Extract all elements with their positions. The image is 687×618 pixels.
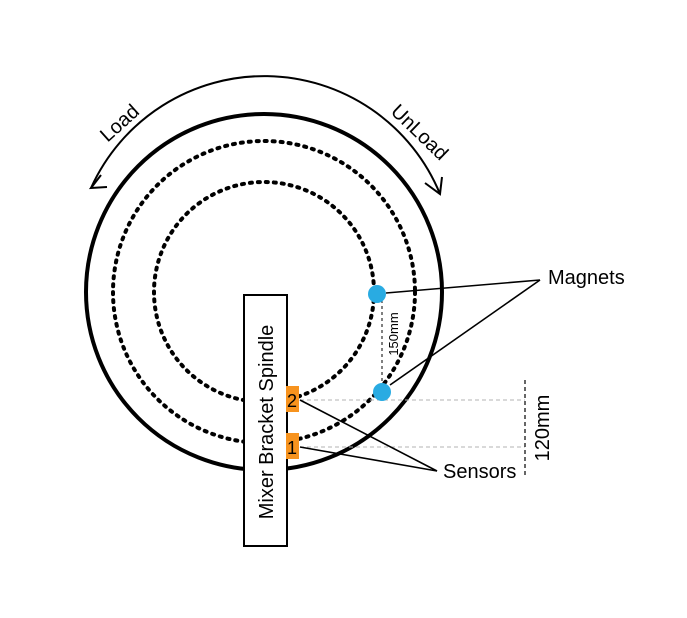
sensors-label: Sensors	[443, 461, 516, 483]
magnets-leader-lower	[389, 279, 541, 386]
rotation-arrow	[90, 75, 441, 195]
sensor-1	[286, 433, 299, 459]
sensors-leader-2	[299, 399, 438, 472]
sensor-2	[286, 386, 299, 412]
magnet-upper	[368, 285, 386, 303]
magnet-lower	[373, 383, 391, 401]
magnets-leader-upper	[385, 279, 541, 294]
magnets-label: Magnets	[548, 267, 625, 289]
sensors-leader-1	[299, 446, 438, 472]
sensor-2-label: 2	[287, 391, 297, 411]
dimension-label-120mm: 120mm	[532, 395, 554, 462]
load-label: Load	[96, 100, 144, 146]
load-arrowhead	[88, 174, 108, 190]
mixer-bracket-spindle	[243, 294, 288, 547]
outer-magnet-track	[111, 139, 417, 445]
dimension-label-150mm: 150mm	[386, 312, 401, 355]
spindle-label: Mixer Bracket Spindle	[256, 325, 278, 520]
unload-arrowhead	[424, 176, 443, 196]
sensor-1-label: 1	[287, 438, 297, 458]
